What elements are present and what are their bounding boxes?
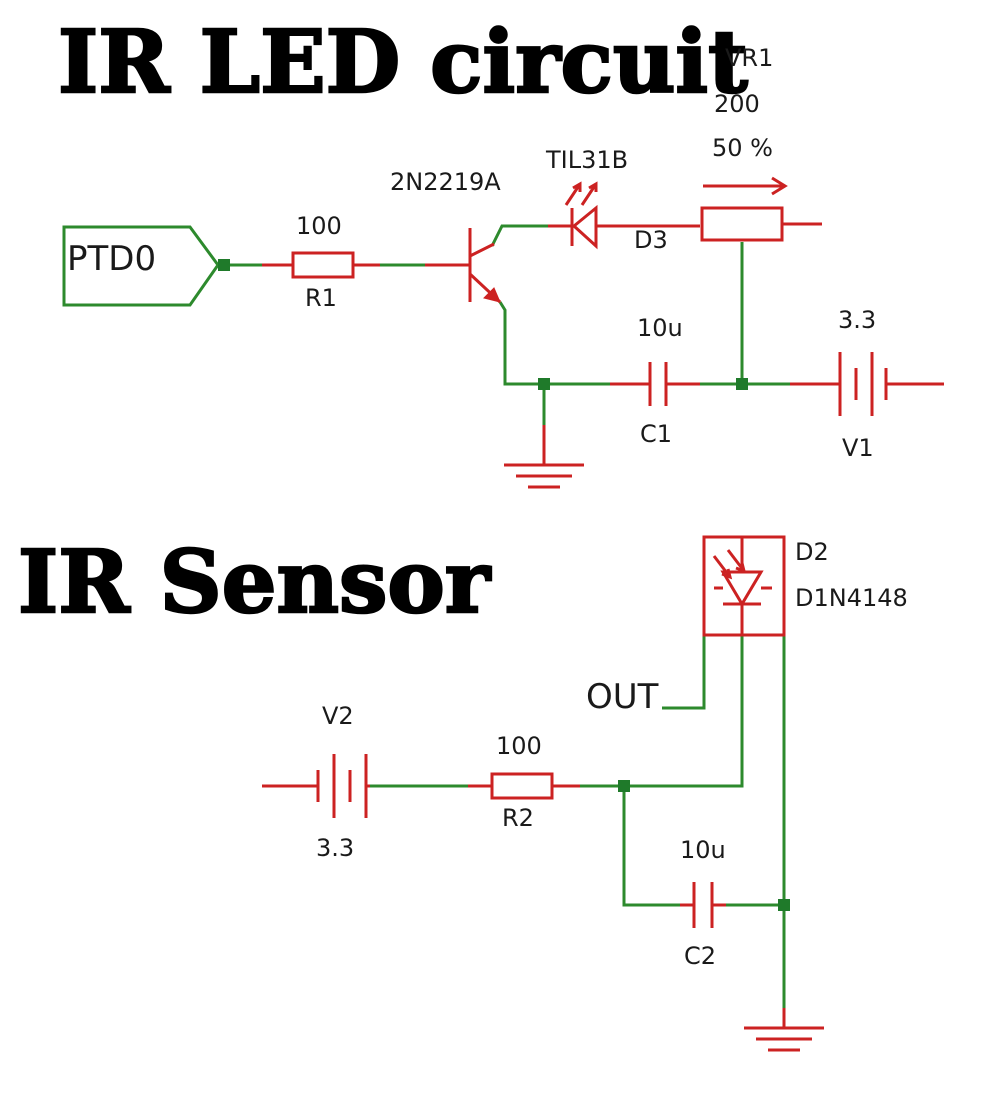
pot-ref: VR1 — [725, 44, 773, 72]
photodiode-part: D1N4148 — [795, 584, 908, 612]
battery-v2-ref: V2 — [322, 702, 354, 730]
ground-symbol-led — [504, 425, 584, 489]
junction-dot — [736, 378, 748, 390]
transistor-part: 2N2219A — [390, 168, 501, 196]
photodiode-d2: D2 D1N4148 — [702, 535, 908, 637]
led-circuit-wires — [218, 224, 790, 425]
battery-v1: 3.3 V1 — [790, 306, 944, 462]
pot-setting: 50 % — [712, 134, 773, 162]
capacitor-c2-value: 10u — [680, 836, 726, 864]
diode-d3-part: TIL31B — [545, 146, 628, 174]
sensor-circuit-wires — [368, 635, 786, 1008]
potentiometer-vr1: VR1 200 50 % — [700, 44, 822, 242]
capacitor-c1-ref: C1 — [640, 420, 672, 448]
capacitor-c2: 10u C2 — [680, 836, 726, 970]
resistor-r2: 100 R2 — [468, 732, 580, 832]
junction-dot — [778, 899, 790, 911]
battery-v1-value: 3.3 — [838, 306, 876, 334]
capacitor-c1-value: 10u — [637, 314, 683, 342]
junction-dot — [618, 780, 630, 792]
battery-v2: V2 3.3 — [262, 702, 370, 862]
ground-symbol-sensor — [744, 1008, 824, 1052]
battery-v2-value: 3.3 — [316, 834, 354, 862]
resistor-r1: 100 R1 — [262, 212, 380, 312]
photodiode-ref: D2 — [795, 538, 829, 566]
out-label: OUT — [586, 677, 659, 717]
diode-d3: TIL31B D3 — [545, 146, 700, 254]
battery-v1-ref: V1 — [842, 434, 874, 462]
resistor-r1-ref: R1 — [305, 284, 337, 312]
pot-value: 200 — [714, 90, 760, 118]
resistor-r2-ref: R2 — [502, 804, 534, 832]
heading-ir-sensor: IR Sensor — [18, 532, 492, 633]
capacitor-c2-ref: C2 — [684, 942, 716, 970]
diode-d3-ref: D3 — [634, 226, 668, 254]
capacitor-c1: 10u C1 — [610, 314, 700, 448]
resistor-r2-value: 100 — [496, 732, 542, 760]
port-ptd0: PTD0 — [62, 225, 220, 307]
junction-dot — [538, 378, 550, 390]
junction-dot — [218, 259, 230, 271]
transistor-2n2219a: 2N2219A — [390, 168, 501, 304]
port-ptd0-label: PTD0 — [67, 239, 156, 279]
heading-ir-led-circuit: IR LED circuit — [58, 12, 748, 113]
resistor-r1-value: 100 — [296, 212, 342, 240]
